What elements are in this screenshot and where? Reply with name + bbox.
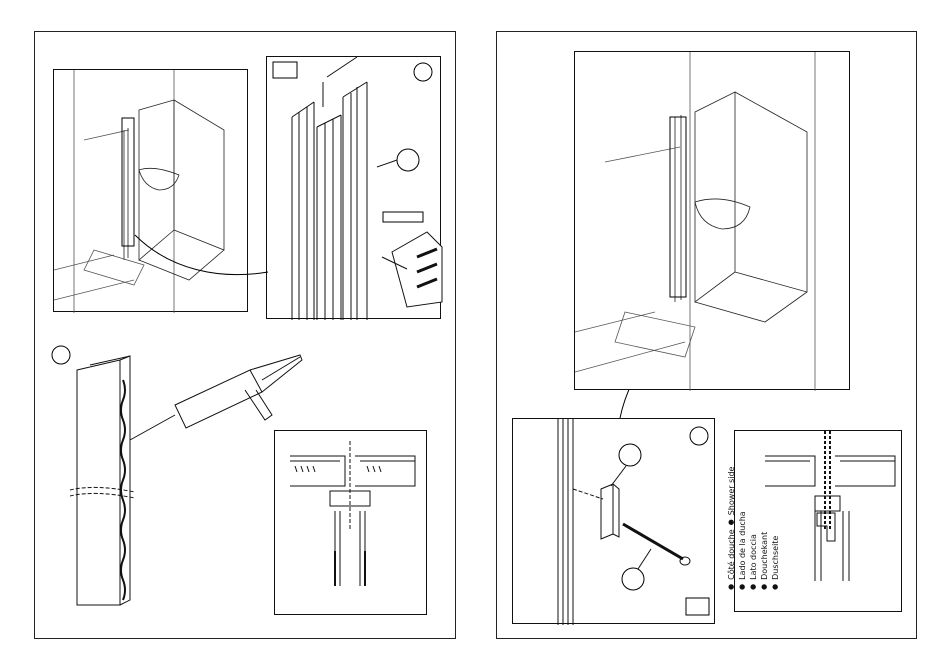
legend-line-5: ● Duschseite [770,467,781,590]
step-marker-f [622,568,644,590]
legend-de: Duschseite [770,536,781,580]
legend-it: Lato doccia [748,534,759,580]
wall-profile-closeup [267,57,442,320]
shower-overview-panel [53,69,248,312]
shower-corner-overview-panel [574,51,850,390]
label-box [273,62,297,78]
bracket-screw-panel [512,418,715,624]
legend-bullet: ● [726,584,737,590]
legend-line-2: ● Lado de la ducha [737,467,748,590]
legend-line-1: ● Côté douche ● Shower side [726,467,737,590]
legend-line-3: ● Lato doccia [748,467,759,590]
legend-bullet: ● [770,584,781,590]
legend-nl: Douchekant [759,532,770,580]
cross-section-panel [274,430,427,615]
legend-en: Shower side [726,467,737,516]
legend-es: Lado de la ducha [737,511,748,580]
legend-bullet: ● [737,584,748,590]
legend-bullet: ● [726,519,737,525]
profile-detail-panel [266,56,441,319]
shower-corner-illustration [575,52,851,391]
step-marker-b [397,149,419,171]
legend-fr: Côté douche [726,529,737,580]
shower-side-legend: ● Côté douche ● Shower side ● Lado de la… [726,467,781,590]
label-box-step [686,598,709,615]
label-box-small [383,212,423,222]
legend-bullet: ● [759,584,770,590]
step-marker-e [619,444,641,466]
legend-bullet: ● [748,584,759,590]
legend-line-4: ● Douchekant [759,467,770,590]
shower-cabin-illustration [54,70,249,313]
bracket-screw-illustration [513,419,716,625]
step-marker-a [414,63,432,81]
step-marker-d [690,427,708,445]
profile-cross-section [275,431,428,616]
